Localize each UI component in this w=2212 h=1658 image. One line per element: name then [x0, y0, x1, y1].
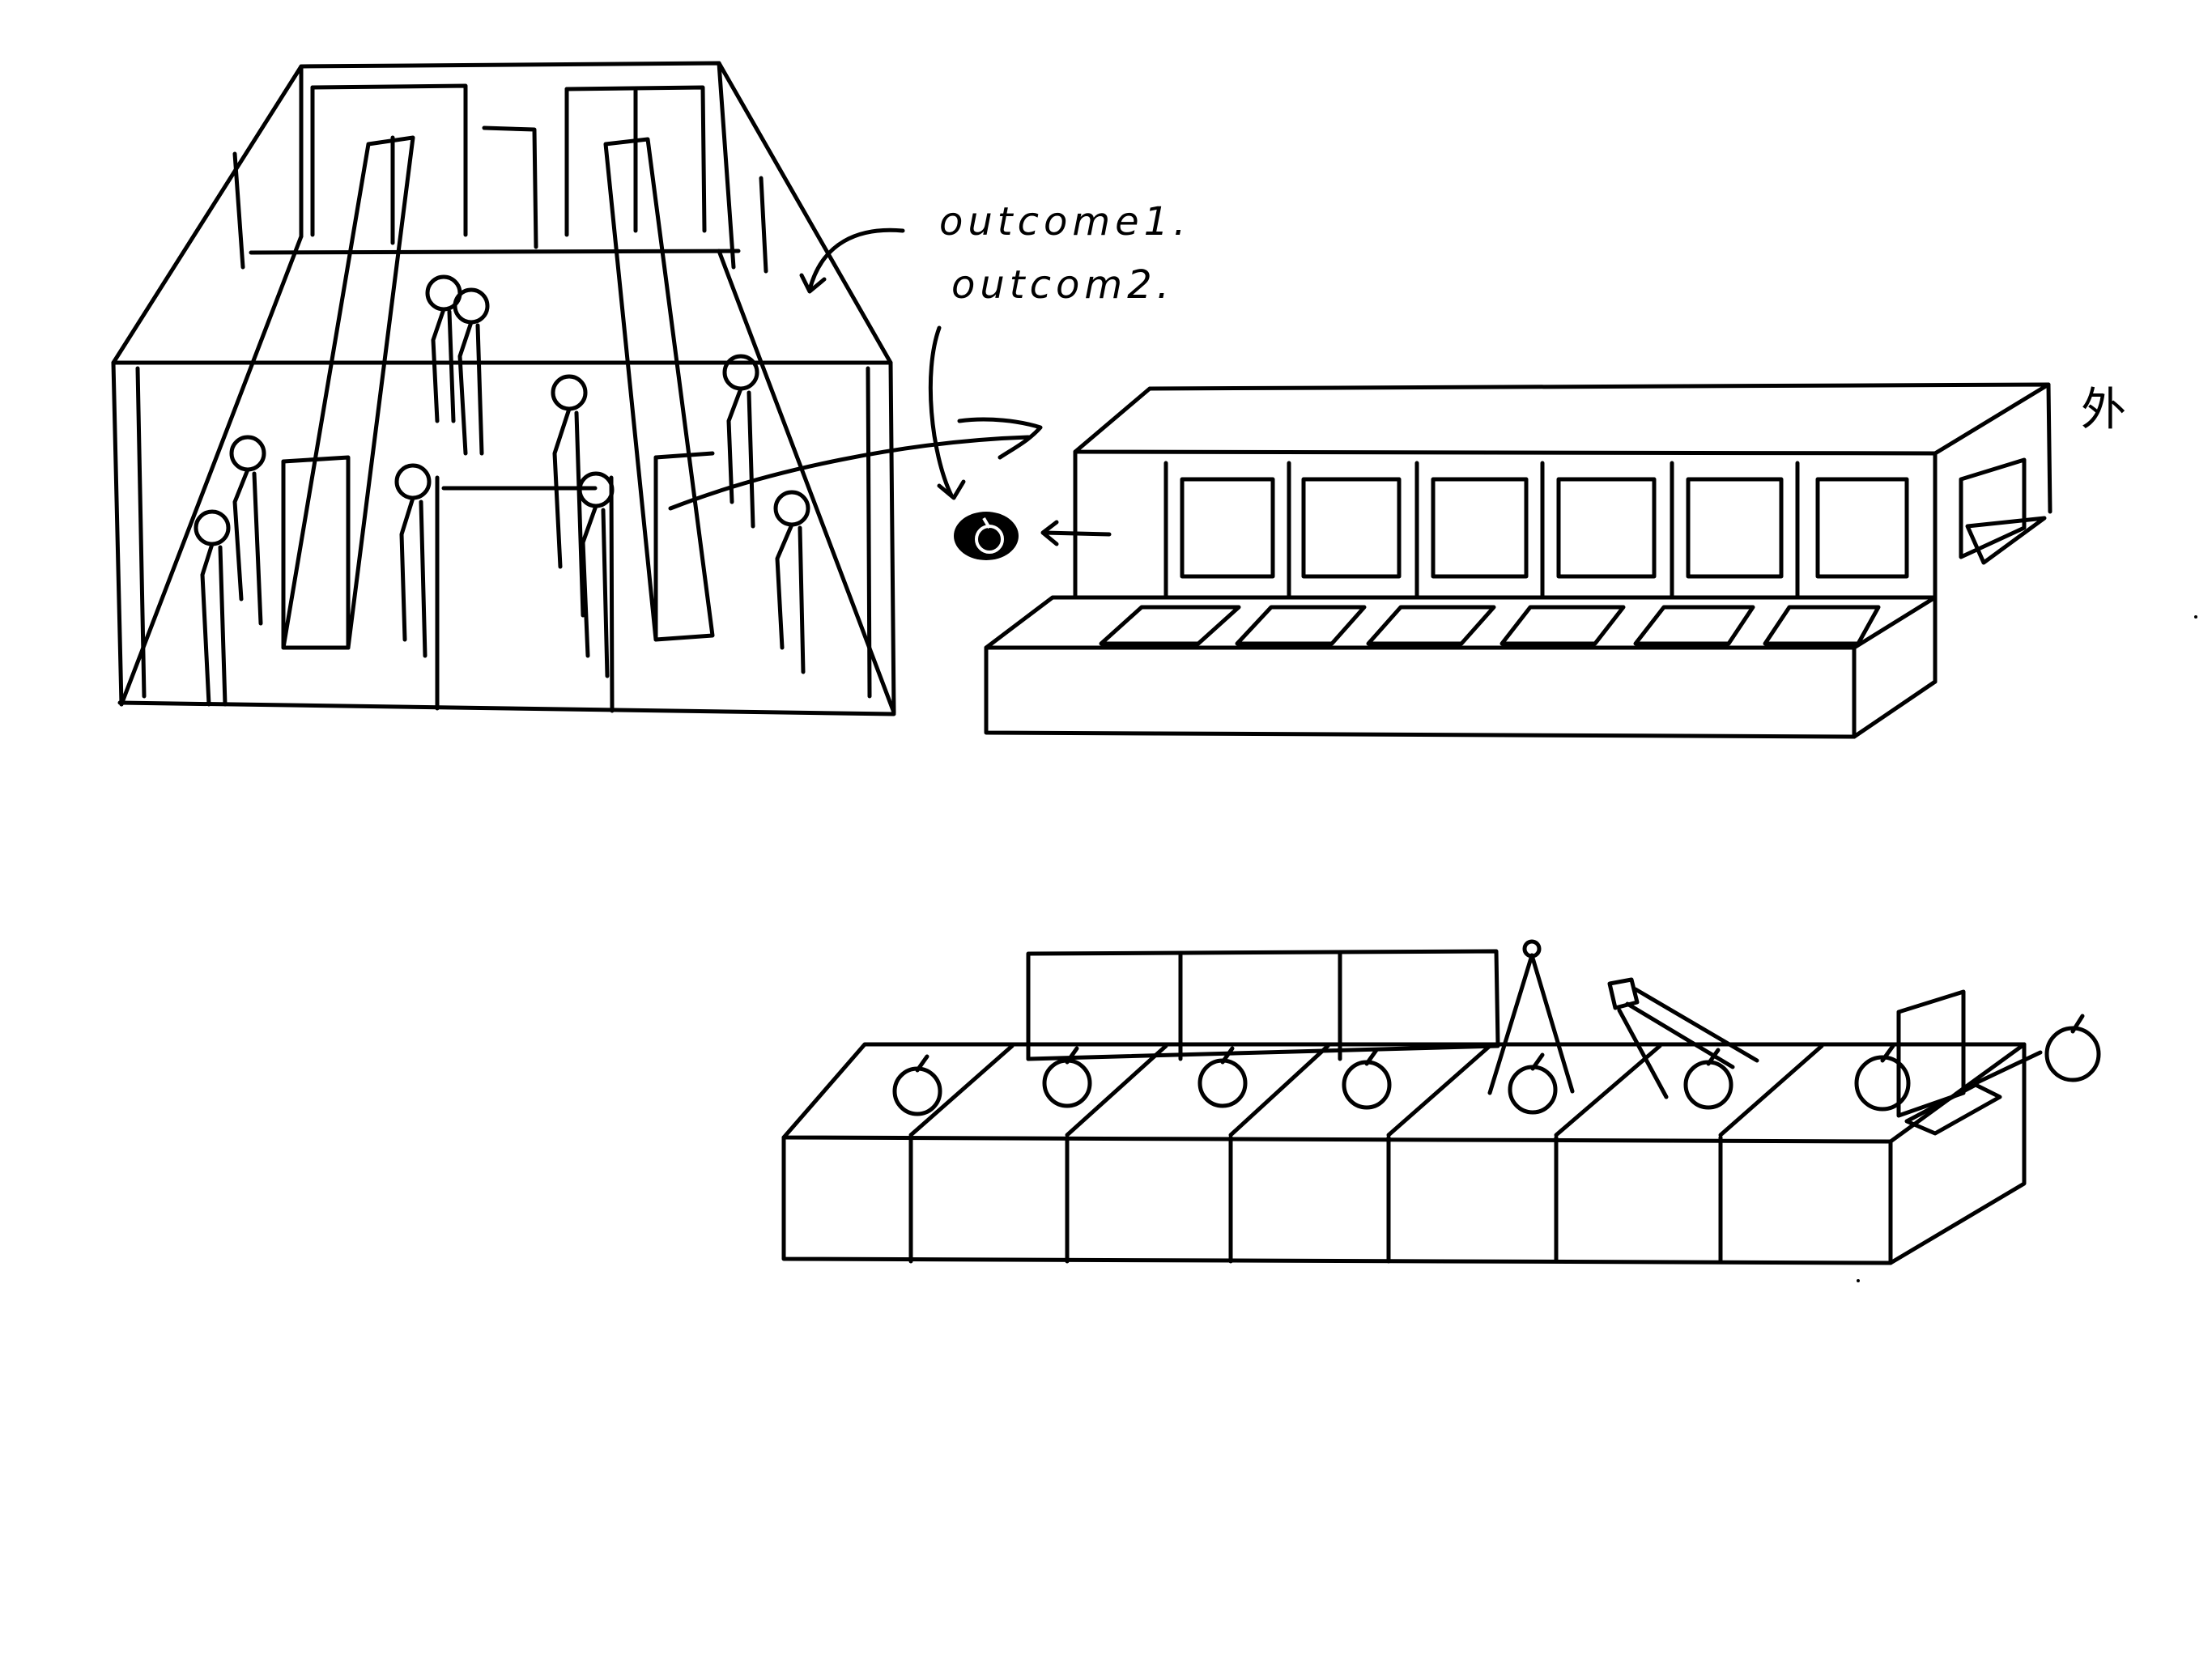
pointer-arrowhead-wall: [799, 273, 827, 294]
annotation-outcome-2: outcom2.: [951, 262, 1174, 308]
side-label-glyph: 外: [2081, 384, 2126, 436]
pointer-arrowhead-down: [937, 479, 966, 500]
pointer-line-to-counter: [668, 435, 1031, 511]
stray-dots: [1857, 615, 2197, 1282]
pointer-arrow-to-wall: [807, 227, 905, 292]
annotation-outcome-1: outcome1.: [939, 199, 1190, 244]
pointer-arrowhead-counter: [957, 417, 1043, 460]
counter-sketch: [984, 382, 2052, 739]
pointer-line-down: [928, 325, 954, 498]
annotation-group: outcome1. outcom2.: [668, 199, 1190, 511]
corridor-sketch: [111, 61, 896, 716]
arrowhead-to-logo: [1040, 520, 1059, 546]
apple-logo-badge: [954, 512, 1112, 560]
conveyor-sketch: [781, 939, 2101, 1265]
arrow-to-logo: [1042, 530, 1112, 537]
